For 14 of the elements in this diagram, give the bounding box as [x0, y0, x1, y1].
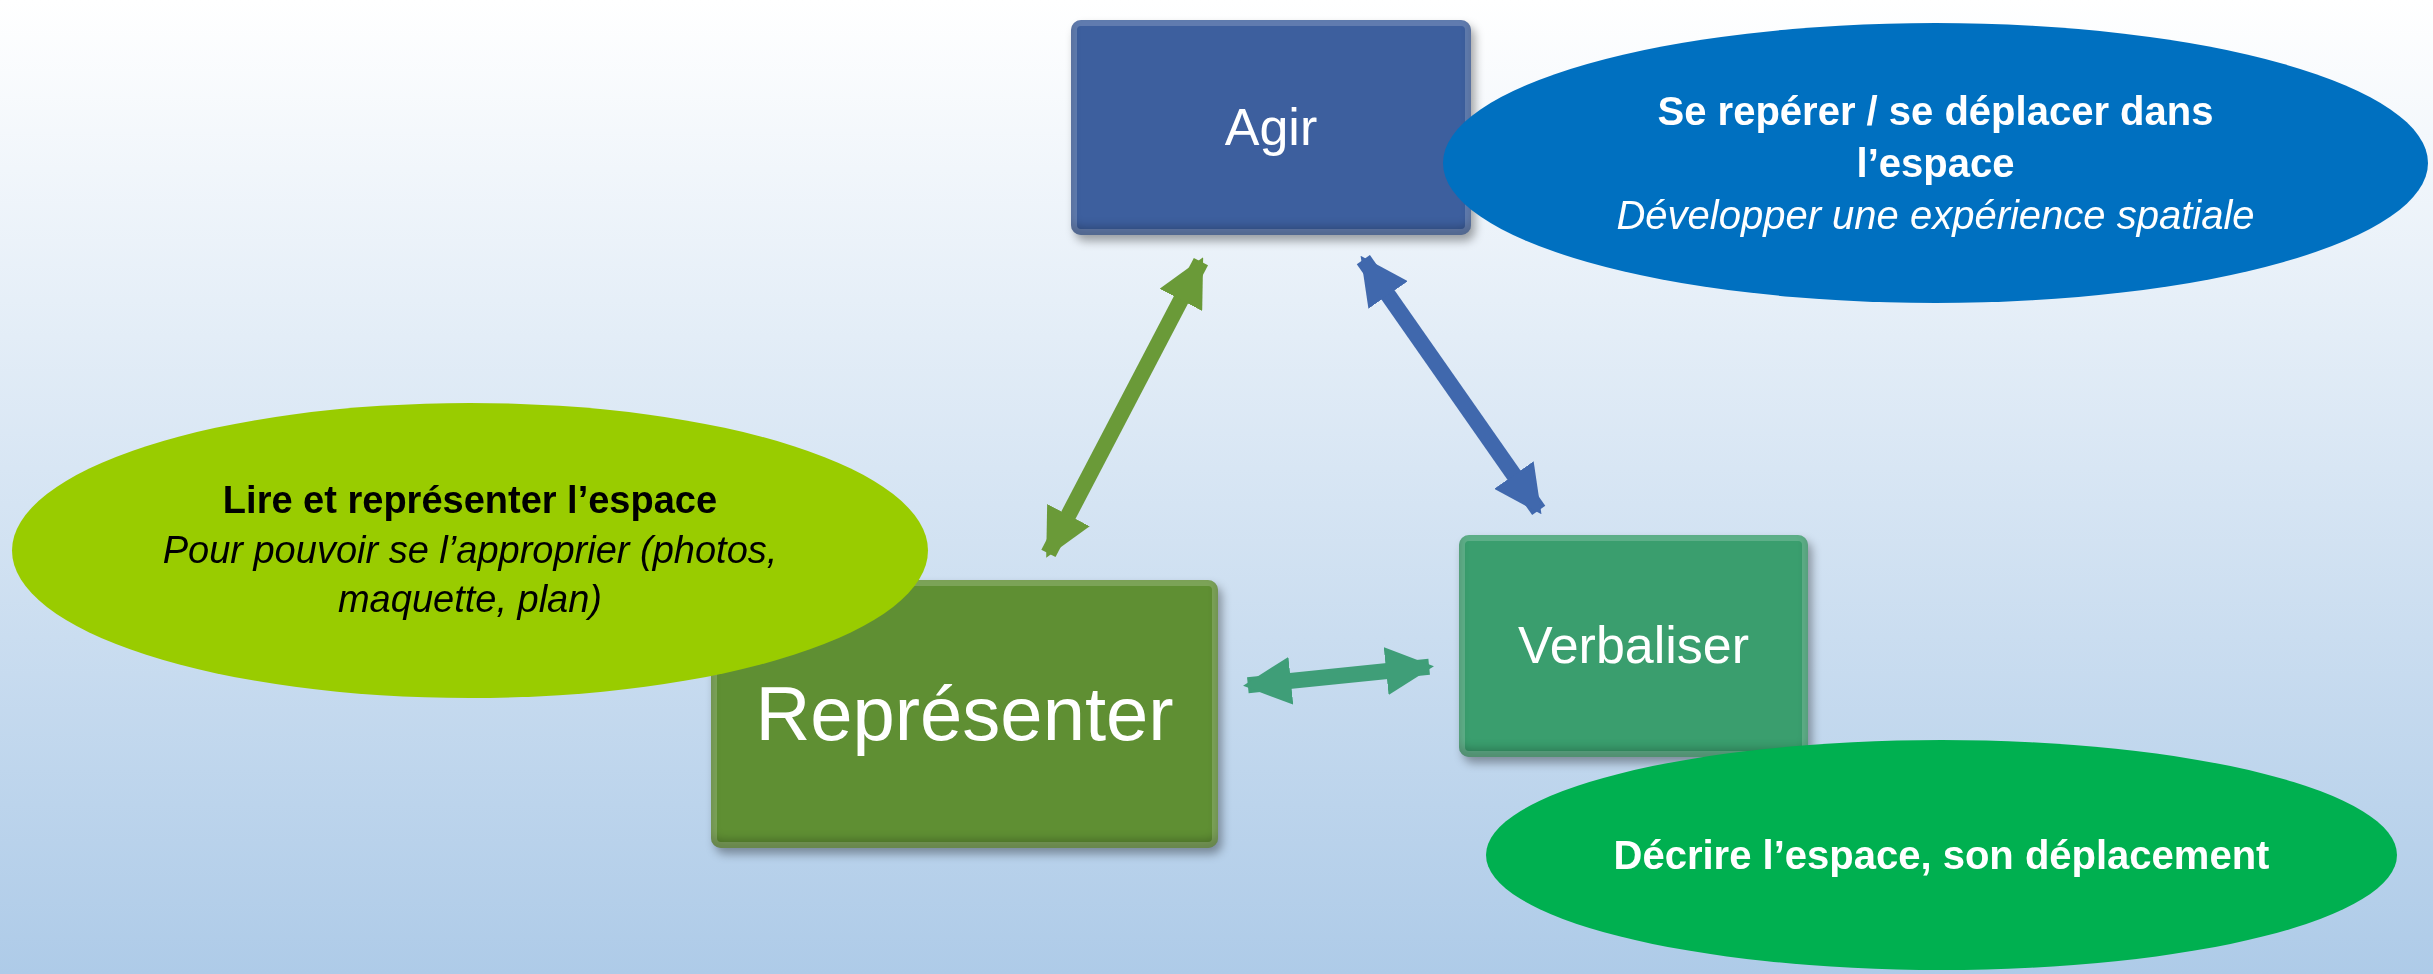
box-label: Représenter	[755, 669, 1174, 758]
process-box	[1071, 20, 1471, 235]
box-label: Verbaliser	[1517, 615, 1750, 677]
description-text: Pour pouvoir se l’approprier (photos, maquette, plan)	[161, 527, 779, 623]
double-arrow	[1356, 255, 1546, 515]
process-box	[1459, 535, 1808, 757]
description-text: Développer une expérience spatiale	[1616, 192, 2255, 239]
heading-text: Se repérer / se déplacer dans l’espace	[1656, 88, 2215, 187]
heading-text: Décrire l’espace, son déplacement	[1613, 832, 2270, 879]
box-label: Agir	[1224, 96, 1318, 158]
heading-text: Lire et représenter l’espace	[222, 478, 718, 524]
double-arrow	[1041, 257, 1208, 558]
process-box	[711, 580, 1218, 848]
double-arrow	[1243, 647, 1434, 705]
